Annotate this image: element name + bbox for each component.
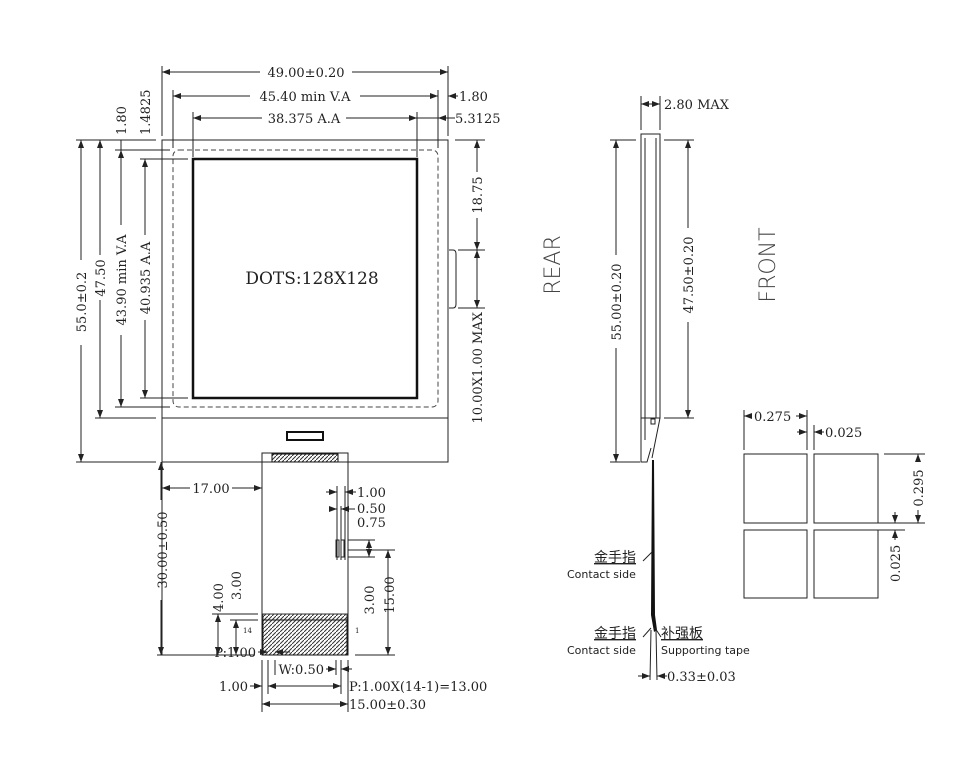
pixel-detail: 0.275 0.025 0.295 0.025: [743, 408, 927, 599]
dim-pitch-total: P:1.00X(14-1)=13.00: [349, 680, 487, 695]
contact-side-en-1: Contact side: [567, 568, 636, 581]
side-view: REAR FRONT 2.80 MAX 55.00±0.20 47.50±0.2…: [541, 96, 781, 685]
dim-height-total: 55.00±0.20: [610, 263, 625, 340]
dim-tab-size: 10.00X1.00 MAX: [471, 311, 486, 423]
pixel: [813, 453, 879, 524]
dim-pin-width: W:0.50: [278, 663, 324, 678]
viewing-area: [172, 149, 439, 408]
rear-label: REAR: [541, 235, 566, 295]
dim-edge: 1.00: [219, 680, 248, 695]
dim-slot-15: 15.00: [383, 576, 398, 613]
module-outline: [161, 139, 449, 463]
pin-1-label: 1: [355, 627, 359, 635]
dim-overall-width: 49.00±0.20: [267, 66, 344, 81]
dim-top-margin-va: 1.80: [115, 106, 130, 135]
dim-fpc-width: 15.00±0.30: [349, 698, 426, 713]
dim-right-margin-aa: 5.3125: [455, 112, 501, 127]
fpc-contact-pads: [262, 619, 348, 656]
dim-glass-height: 47.50: [94, 259, 109, 296]
pixel: [743, 529, 808, 599]
dim-pixel-height: 0.295: [912, 469, 927, 506]
dim-gap-h: 0.025: [825, 426, 862, 441]
dim-overall-height: 55.0±0.2: [75, 272, 90, 333]
supporting-tape-en: Supporting tape: [661, 644, 750, 657]
dim-fpc-offset: 17.00: [192, 482, 229, 497]
dim-tab-offset: 18.75: [471, 176, 486, 213]
front-label: FRONT: [756, 227, 781, 302]
dim-4: 4.00: [212, 583, 227, 612]
dim-pixel-width: 0.275: [754, 410, 791, 425]
dim-height-glass: 47.50±0.20: [682, 236, 697, 313]
dim-pitch: P:1.00: [214, 646, 256, 661]
dim-gap-v: 0.025: [889, 545, 904, 582]
active-area: [191, 157, 419, 400]
dim-top-margin-aa: 1.4825: [139, 90, 154, 136]
dim-fpc-thickness: 0.33±0.03: [667, 670, 736, 685]
dim-3: 3.00: [230, 571, 245, 600]
dim-va-height: 43.90 min V.A: [115, 234, 130, 326]
front-view: DOTS:128X128 49.00±0.20 45.40 min V.A 1.…: [75, 66, 501, 463]
fpc-view: 14 1 17.00 30.00±0.50 4.00 3.00 1.00 0.5…: [156, 431, 487, 713]
dim-slot-3: 3.00: [363, 586, 378, 615]
panel-side: [640, 133, 661, 419]
supporting-tape-cn: 补强板: [661, 626, 703, 642]
pixel: [813, 529, 879, 599]
tab: [449, 249, 457, 309]
dim-slot-1: 1.00: [357, 486, 386, 501]
dim-aa-height: 40.935 A.A: [139, 241, 154, 314]
dim-slot-075: 0.75: [357, 516, 386, 531]
contact-side-cn-1: 金手指: [594, 550, 636, 566]
connector-mark: [286, 431, 324, 441]
fpc-top-pins: [271, 453, 339, 463]
dim-aa-width: 38.375 A.A: [268, 112, 341, 127]
dots-label: DOTS:128X128: [245, 269, 378, 289]
contact-side-cn-2: 金手指: [594, 626, 636, 642]
dim-slot-050: 0.50: [357, 502, 386, 517]
dim-fpc-length: 30.00±0.50: [156, 511, 171, 588]
dim-thickness: 2.80 MAX: [664, 98, 730, 113]
pin-14-label: 14: [243, 627, 252, 635]
dim-right-margin-va: 1.80: [459, 90, 488, 105]
fpc-cable: [651, 460, 657, 632]
dim-va-width: 45.40 min V.A: [260, 90, 352, 105]
contact-side-en-2: Contact side: [567, 644, 636, 657]
pixel: [743, 453, 808, 524]
